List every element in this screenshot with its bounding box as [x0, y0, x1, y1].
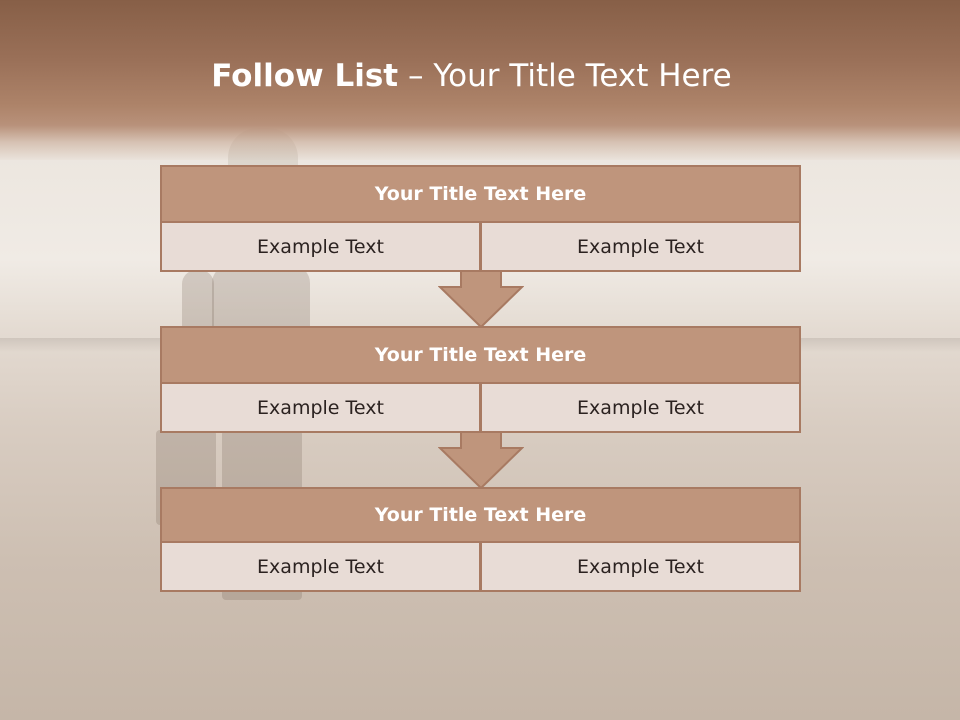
block-cell-left: Example Text — [160, 541, 481, 592]
list-block-3: Your Title Text Here Example Text Exampl… — [160, 487, 801, 592]
block-cell-left: Example Text — [160, 382, 481, 433]
block-title: Your Title Text Here — [160, 165, 801, 223]
down-arrow-1 — [438, 270, 524, 328]
block-title: Your Title Text Here — [160, 487, 801, 543]
header-band — [0, 0, 960, 160]
slide-title-rest: – Your Title Text Here — [398, 58, 732, 94]
slide-title: Follow List – Your Title Text Here — [0, 56, 943, 96]
list-block-1: Your Title Text Here Example Text Exampl… — [160, 165, 801, 272]
block-row: Example Text Example Text — [160, 221, 801, 272]
down-arrow-2 — [438, 431, 524, 489]
block-cell-left: Example Text — [160, 221, 481, 272]
block-row: Example Text Example Text — [160, 382, 801, 433]
slide-title-bold: Follow List — [211, 58, 399, 94]
list-block-2: Your Title Text Here Example Text Exampl… — [160, 326, 801, 433]
block-cell-right: Example Text — [480, 221, 801, 272]
block-cell-right: Example Text — [480, 382, 801, 433]
block-row: Example Text Example Text — [160, 541, 801, 592]
block-cell-right: Example Text — [480, 541, 801, 592]
block-title: Your Title Text Here — [160, 326, 801, 384]
